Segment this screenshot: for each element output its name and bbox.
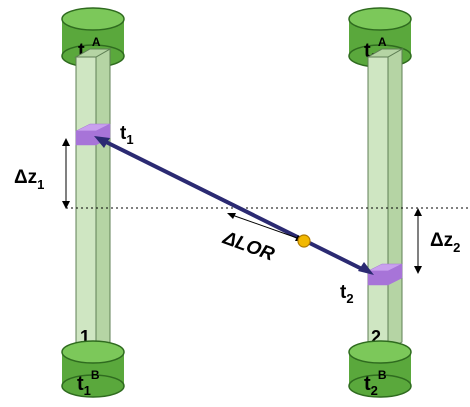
crystal-2-number: 2 xyxy=(371,327,381,347)
crystal-2: t2A 2 t2B xyxy=(348,7,412,398)
crystal-1-number: 1 xyxy=(80,327,90,347)
t1-label: t1 xyxy=(120,123,134,147)
svg-text:t2B: t2B xyxy=(364,368,387,398)
crystal-1-bottom-cylinder: t1B xyxy=(61,340,125,398)
delta-z1-label: Δz1 xyxy=(14,167,44,192)
annihilation-point-icon xyxy=(297,234,311,248)
delta-lor-label: ΔLOR xyxy=(219,227,277,265)
delta-z1-dimension: Δz1 xyxy=(14,138,70,209)
crystal-2-detection-region xyxy=(367,263,403,286)
t2-label: t2 xyxy=(340,282,354,306)
line-of-response xyxy=(94,136,374,275)
delta-z2-dimension: Δz2 xyxy=(414,208,460,274)
crystal-2-bottom-cylinder: t2B xyxy=(348,340,412,398)
crystal-1: t1A 1 t1B xyxy=(61,7,125,398)
svg-text:t1B: t1B xyxy=(77,368,100,398)
delta-z2-label: Δz2 xyxy=(430,230,460,255)
crystal-2-bar xyxy=(366,48,404,351)
crystal-1-bar xyxy=(74,48,112,351)
